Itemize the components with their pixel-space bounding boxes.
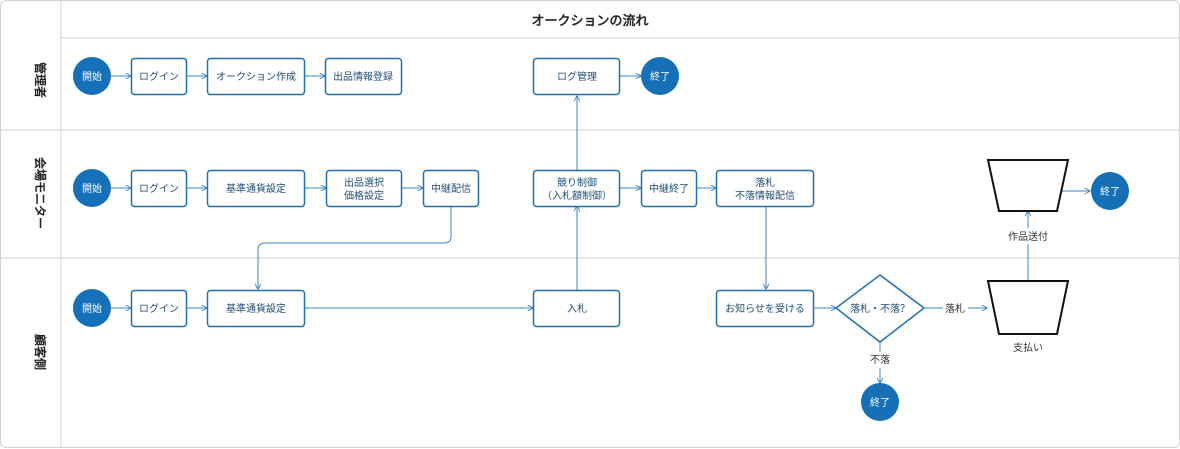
node-monitor-end-label: 終了	[1100, 185, 1120, 198]
node-monitor-award-label-2: 不落情報配信	[735, 189, 795, 202]
node-monitor-bidding-control-label-1: 競り制御	[557, 176, 597, 189]
node-customer-payment-label: 支払い	[1013, 341, 1043, 354]
node-customer-bid-label: 入札	[567, 302, 587, 315]
node-customer-decision: 落札・不落？	[834, 274, 926, 343]
edge-relay-to-customer-currency	[258, 206, 452, 289]
node-monitor-award: 落札 不落情報配信	[715, 169, 815, 208]
node-monitor-bidding-control: 競り制御 （入札額制御）	[532, 169, 621, 208]
node-admin-end-label: 終了	[650, 70, 670, 83]
node-customer-receive-notice-label: お知らせを受ける	[725, 302, 805, 315]
edge-label-shipping: 作品送付	[1008, 230, 1048, 243]
edge-label-won: 落札	[945, 302, 965, 315]
node-customer-bid: 入札	[532, 289, 621, 328]
node-admin-register-item-label: 出品情報登録	[333, 70, 393, 83]
node-monitor-relay-end-label: 中継終了	[649, 182, 689, 195]
node-admin-log-management: ログ管理	[532, 57, 621, 96]
node-monitor-award-label-1: 落札	[755, 176, 775, 189]
node-monitor-relay-label: 中継配信	[431, 182, 471, 195]
diagram-title: オークションの流れ	[531, 13, 648, 29]
node-customer-start: 開始	[73, 289, 111, 327]
node-customer-currency-setup-label: 基準通貨設定	[226, 302, 286, 315]
edge-label-lost: 不落	[870, 354, 890, 366]
node-admin-log-management-label: ログ管理	[557, 70, 597, 83]
node-customer-decision-label: 落札・不落？	[850, 302, 910, 315]
node-admin-login: ログイン	[130, 57, 188, 96]
node-monitor-currency-setup: 基準通貨設定	[206, 169, 306, 208]
lane-label-admin: 管理者	[33, 62, 48, 98]
node-monitor-login: ログイン	[130, 169, 188, 208]
node-monitor-shipping-shape	[986, 159, 1070, 212]
node-monitor-item-select-label-2: 価格設定	[344, 189, 384, 202]
node-customer-lost-end-label: 終了	[870, 396, 890, 409]
node-customer-receive-notice: お知らせを受ける	[715, 289, 815, 328]
node-admin-start: 開始	[73, 57, 111, 95]
node-monitor-item-select-label-1: 出品選択	[344, 176, 384, 189]
node-monitor-bidding-control-label-2: （入札額制御）	[542, 189, 612, 202]
node-monitor-login-label: ログイン	[139, 182, 179, 195]
lane-label-customer: 顧客側	[33, 334, 48, 370]
node-customer-currency-setup: 基準通貨設定	[206, 289, 306, 328]
node-customer-payment-shape	[986, 280, 1070, 335]
edge-label-bg-shipping	[1004, 228, 1052, 244]
node-admin-create-auction: オークション作成	[206, 57, 306, 96]
node-monitor-currency-setup-label: 基準通貨設定	[226, 182, 286, 195]
node-customer-login: ログイン	[130, 289, 188, 328]
node-admin-register-item: 出品情報登録	[324, 57, 403, 96]
node-customer-login-label: ログイン	[139, 302, 179, 315]
node-monitor-relay-end: 中継終了	[640, 169, 698, 208]
node-monitor-relay: 中継配信	[422, 169, 480, 208]
lane-label-monitor: 会場モニター	[33, 157, 48, 229]
node-monitor-start-label: 開始	[82, 182, 102, 195]
node-monitor-end: 終了	[1091, 172, 1129, 210]
node-monitor-item-select: 出品選択 価格設定	[325, 169, 403, 208]
node-admin-end: 終了	[641, 57, 679, 95]
node-admin-start-label: 開始	[82, 70, 102, 83]
node-monitor-start: 開始	[73, 169, 111, 207]
node-admin-create-auction-label: オークション作成	[216, 71, 296, 83]
node-customer-start-label: 開始	[82, 302, 102, 315]
node-customer-lost-end: 終了	[861, 383, 899, 421]
node-admin-login-label: ログイン	[139, 70, 179, 83]
